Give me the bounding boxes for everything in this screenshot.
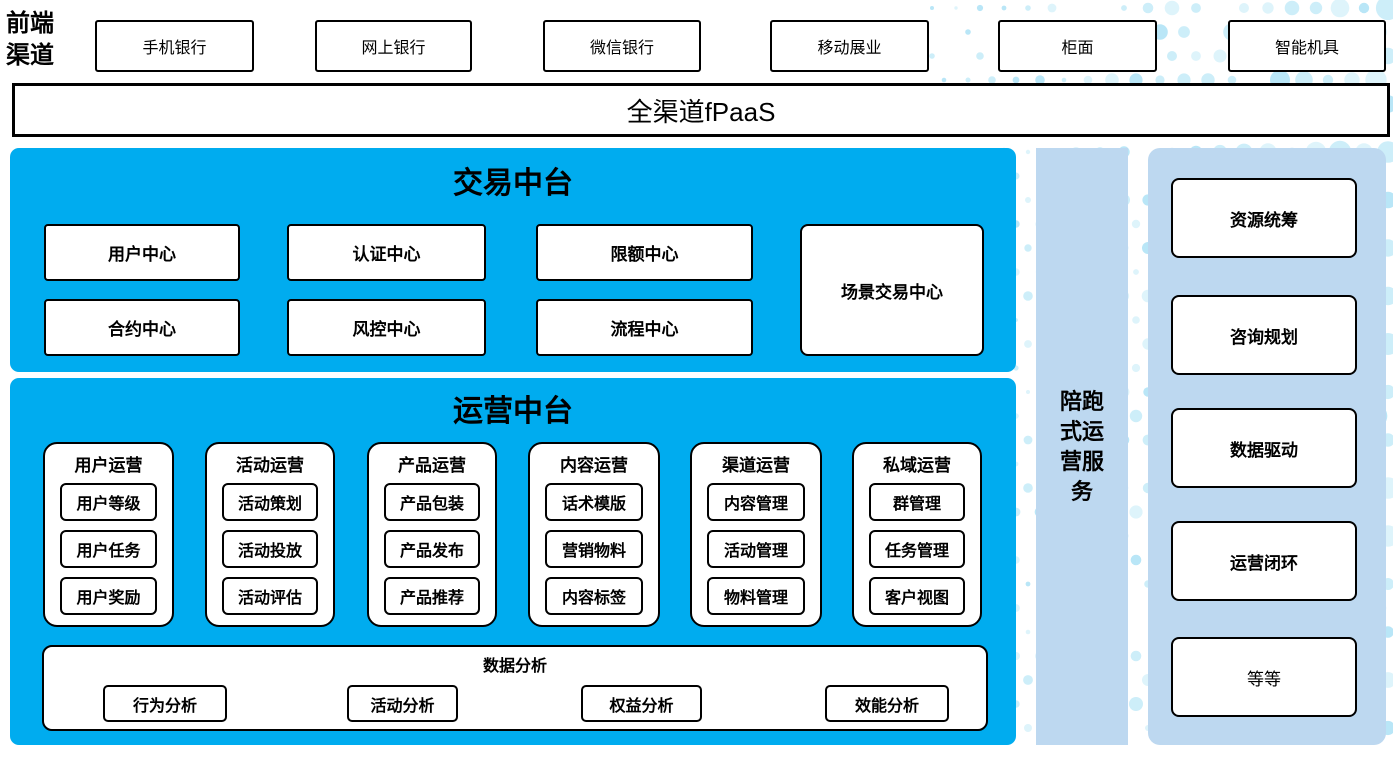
ops-item-box-1-1: 用户等级 — [60, 483, 157, 521]
center-box-6: 流程中心 — [536, 299, 753, 356]
ops-item-box-3-3: 产品推荐 — [384, 577, 480, 615]
center-box-2: 认证中心 — [287, 224, 486, 281]
ops-column-title-4: 内容运营 — [560, 456, 628, 475]
ops-item-box-1-3: 用户奖励 — [60, 577, 157, 615]
companion-service-label: 陪跑式运营服务 — [1059, 388, 1104, 504]
ops-column-2: 活动运营活动策划活动投放活动评估 — [205, 442, 335, 627]
analysis-box-3: 权益分析 — [581, 685, 702, 722]
channel-box-6: 智能机具 — [1228, 20, 1386, 72]
channel-box-1: 手机银行 — [95, 20, 254, 72]
analysis-box-1: 行为分析 — [103, 685, 227, 722]
transaction-platform-section: 交易中台 用户中心认证中心限额中心合约中心风控中心流程中心 场景交易中心 — [10, 148, 1016, 372]
ops-item-box-6-1: 群管理 — [869, 483, 965, 521]
ops-column-4: 内容运营话术模版营销物料内容标签 — [528, 442, 660, 627]
center-box-1: 用户中心 — [44, 224, 240, 281]
ops-column-title-1: 用户运营 — [74, 456, 143, 475]
ops-column-1: 用户运营用户等级用户任务用户奖励 — [43, 442, 174, 627]
channel-box-4: 移动展业 — [770, 20, 929, 72]
transaction-platform-title: 交易中台 — [453, 167, 573, 200]
data-analysis-title: 数据分析 — [482, 658, 547, 675]
channel-box-5: 柜面 — [998, 20, 1157, 72]
center-box-3: 限额中心 — [536, 224, 753, 281]
ops-column-6: 私域运营群管理任务管理客户视图 — [852, 442, 982, 627]
frontend-channels-label: 前端渠道 — [6, 11, 54, 69]
data-analysis-container: 数据分析 行为分析 活动分析 权益分析 效能分析 — [42, 645, 988, 731]
channel-box-2: 网上银行 — [315, 20, 472, 72]
analysis-box-2: 活动分析 — [347, 685, 458, 722]
panel-box-1: 资源统筹 — [1171, 178, 1357, 258]
ops-item-box-1-2: 用户任务 — [60, 530, 157, 568]
operation-platform-section: 运营中台 用户运营用户等级用户任务用户奖励活动运营活动策划活动投放活动评估产品运… — [10, 378, 1016, 745]
ops-item-box-3-1: 产品包装 — [384, 483, 480, 521]
ops-column-title-2: 活动运营 — [236, 456, 304, 475]
service-panel: 资源统筹咨询规划数据驱动运营闭环等等 — [1148, 148, 1386, 745]
panel-box-4: 运营闭环 — [1171, 521, 1357, 601]
ops-item-box-5-3: 物料管理 — [707, 577, 805, 615]
channel-box-3: 微信银行 — [543, 20, 701, 72]
ops-item-box-6-3: 客户视图 — [869, 577, 965, 615]
ops-item-box-6-2: 任务管理 — [869, 530, 965, 568]
center-box-5: 风控中心 — [287, 299, 486, 356]
panel-box-2: 咨询规划 — [1171, 295, 1357, 375]
center-box-4: 合约中心 — [44, 299, 240, 356]
operation-platform-title: 运营中台 — [453, 395, 573, 428]
ops-item-box-2-3: 活动评估 — [222, 577, 318, 615]
panel-box-3: 数据驱动 — [1171, 408, 1357, 488]
ops-item-box-2-1: 活动策划 — [222, 483, 318, 521]
panel-box-5: 等等 — [1171, 637, 1357, 717]
fpaas-bar: 全渠道fPaaS — [12, 83, 1390, 137]
ops-item-box-4-3: 内容标签 — [545, 577, 643, 615]
ops-item-box-2-2: 活动投放 — [222, 530, 318, 568]
ops-column-title-6: 私域运营 — [883, 456, 951, 475]
scene-transaction-center-box: 场景交易中心 — [800, 224, 984, 356]
ops-item-box-5-1: 内容管理 — [707, 483, 805, 521]
ops-column-title-5: 渠道运营 — [722, 456, 790, 475]
ops-item-box-5-2: 活动管理 — [707, 530, 805, 568]
ops-item-box-4-1: 话术模版 — [545, 483, 643, 521]
analysis-box-4: 效能分析 — [825, 685, 949, 722]
ops-item-box-3-2: 产品发布 — [384, 530, 480, 568]
fpaas-label: 全渠道fPaaS — [626, 96, 776, 127]
ops-column-title-3: 产品运营 — [398, 456, 466, 475]
ops-item-box-4-2: 营销物料 — [545, 530, 643, 568]
ops-column-3: 产品运营产品包装产品发布产品推荐 — [367, 442, 497, 627]
companion-service-bar: 陪跑式运营服务 — [1036, 148, 1128, 745]
ops-column-5: 渠道运营内容管理活动管理物料管理 — [690, 442, 822, 627]
